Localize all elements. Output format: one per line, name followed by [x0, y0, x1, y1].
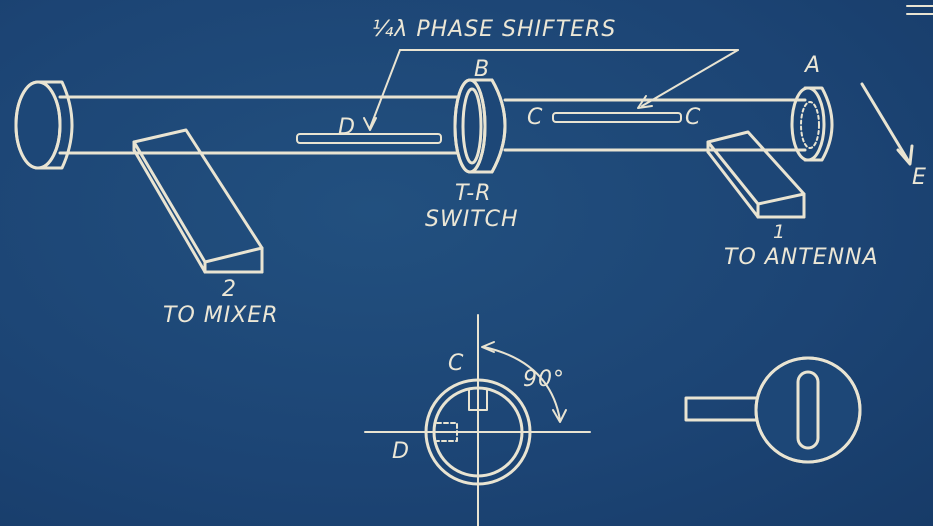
tr-switch-label-line1: T-R — [455, 181, 492, 206]
port-2-label: TO MIXER — [163, 303, 278, 328]
phase-shifter-leaders — [363, 49, 739, 131]
detail-label-c: C — [448, 351, 464, 376]
antenna-side-arm — [706, 130, 806, 219]
tr-switch-label-line2: SWITCH — [425, 207, 519, 232]
label-a: A — [803, 53, 821, 78]
label-c-right: C — [685, 105, 701, 130]
port-1-number: 1 — [773, 221, 786, 243]
phase-shifter-slot-d — [296, 133, 442, 144]
detail-label-d: D — [392, 439, 410, 464]
left-end-cap — [14, 80, 74, 170]
label-b: B — [474, 57, 490, 82]
tr-switch-collar — [453, 78, 507, 174]
label-d: D — [338, 115, 356, 140]
phase-shifter-slot-c — [552, 112, 682, 123]
phase-shifters-label: ¼λ PHASE SHIFTERS — [372, 17, 616, 42]
e-field-arrow — [860, 82, 914, 166]
port-1-label: TO ANTENNA — [724, 245, 879, 270]
main-waveguide-tube — [58, 95, 807, 155]
port-2-number: 2 — [222, 277, 237, 302]
corner-mark — [906, 5, 933, 15]
mixer-side-arm — [132, 128, 264, 274]
detail-angle-label: 90° — [523, 367, 565, 392]
probe-detail — [684, 356, 862, 464]
label-c-left: C — [527, 105, 543, 130]
label-e: E — [912, 165, 927, 190]
right-end-cap-a — [790, 86, 834, 162]
cross-section-detail — [364, 314, 591, 526]
